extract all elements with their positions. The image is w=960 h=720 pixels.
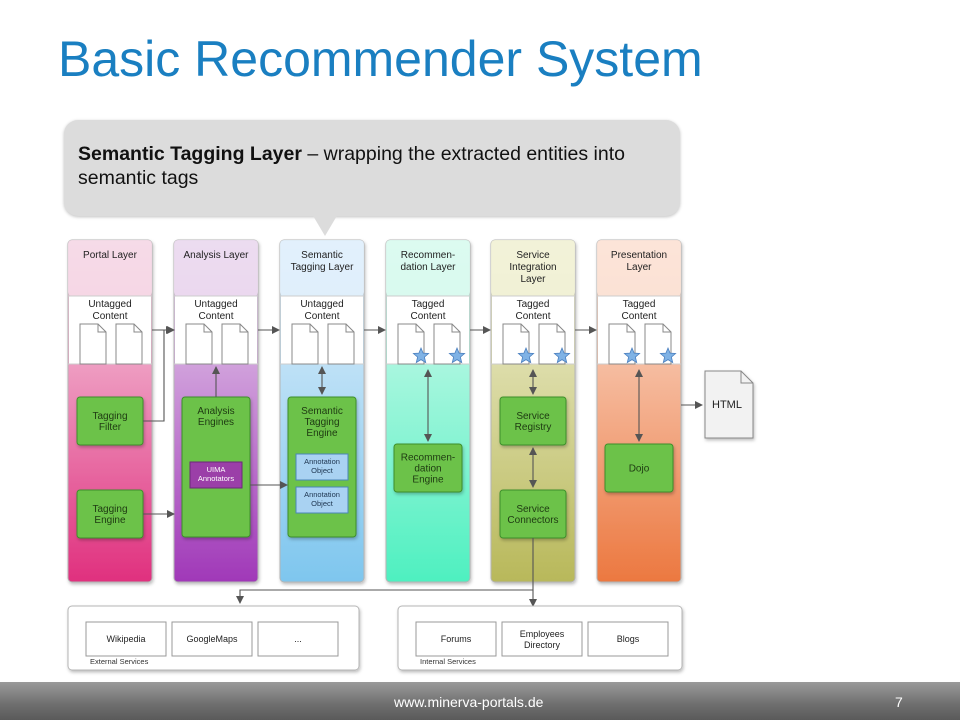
page-number: 7 xyxy=(895,694,903,710)
callout-bubble xyxy=(64,120,680,216)
tag-star-icon xyxy=(412,346,430,364)
footer-url: www.minerva-portals.de xyxy=(394,694,544,710)
slide-title: Basic Recommender System xyxy=(58,31,703,87)
layer-title: Analysis Layer xyxy=(183,250,249,261)
service-item-label: Blogs xyxy=(617,634,640,644)
internal-services-label: Internal Services xyxy=(420,657,476,666)
service-item-box xyxy=(501,621,583,657)
callout-text: Semantic Tagging Layer – wrapping the ex… xyxy=(78,142,668,190)
service-item-box xyxy=(171,621,253,657)
callout-heading: Semantic Tagging Layer xyxy=(78,143,302,165)
document-icon xyxy=(291,323,319,365)
service-item-label: Wikipedia xyxy=(106,634,145,644)
service-item-label: Forums xyxy=(441,634,472,644)
html-label: HTML xyxy=(712,399,742,411)
dojo-box: Dojo xyxy=(604,443,674,493)
uima-annotators-box xyxy=(189,461,243,489)
document-icon xyxy=(327,323,355,365)
document-icon xyxy=(221,323,249,365)
external-services-label: External Services xyxy=(90,657,149,666)
tag-star-icon xyxy=(623,346,641,364)
tag-star-icon xyxy=(517,346,535,364)
service-item-label: GoogleMaps xyxy=(186,634,238,644)
annotation-object-box xyxy=(295,486,349,514)
tag-star-icon xyxy=(659,346,677,364)
tag-star-icon xyxy=(448,346,466,364)
tag-star-icon xyxy=(553,346,571,364)
external-services-arrow xyxy=(236,538,534,604)
filter-arrow xyxy=(143,326,175,422)
external-services: External Services Wikipedia GoogleMaps... xyxy=(67,605,360,671)
callout-tail xyxy=(312,214,338,236)
service-item-box xyxy=(587,621,669,657)
service-item-box xyxy=(257,621,339,657)
callout-description: – wrapping the extracted entities into s… xyxy=(78,143,625,189)
annotation-object-box xyxy=(295,453,349,481)
service-item-label: ... xyxy=(294,634,302,644)
service-item-box xyxy=(85,621,167,657)
layer-title: Portal Layer xyxy=(83,250,138,261)
service-item-box xyxy=(415,621,497,657)
html-document-icon: HTML xyxy=(704,370,754,439)
document-icon xyxy=(185,323,213,365)
document-icon xyxy=(79,323,107,365)
engine-label: Dojo xyxy=(629,464,650,475)
document-icon xyxy=(115,323,143,365)
layer-title: Recommen-dation Layer xyxy=(400,250,456,273)
footer-bar xyxy=(0,682,960,720)
